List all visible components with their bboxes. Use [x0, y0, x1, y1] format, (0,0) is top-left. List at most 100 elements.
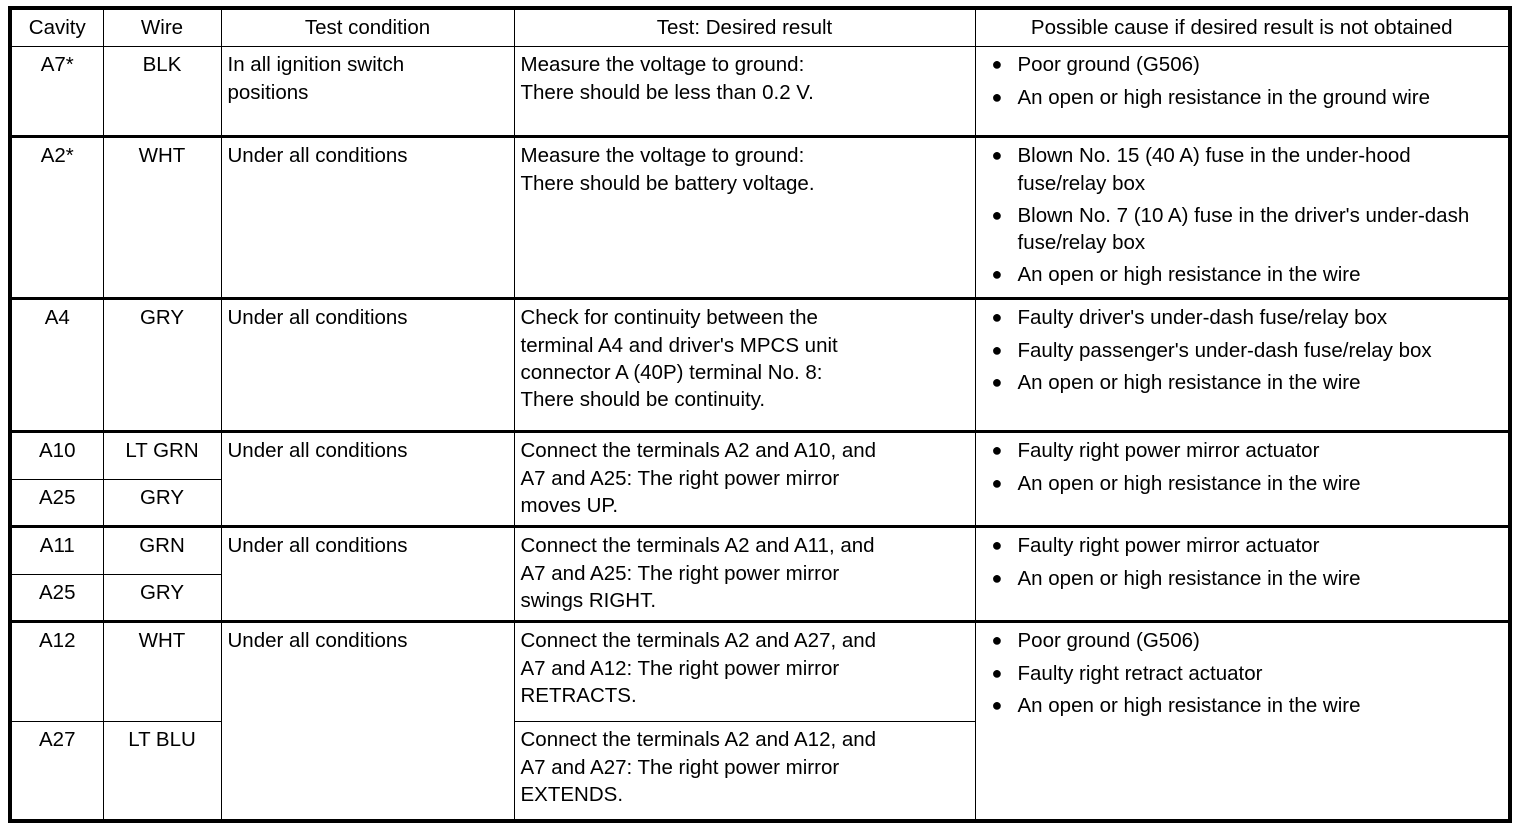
- table-body: A7* BLK In all ignition switch positions…: [9, 46, 1511, 822]
- table-row: A4 GRY Under all conditions Check for co…: [9, 297, 1511, 433]
- wiring-test-table: Cavity Wire Test condition Test: Desired…: [8, 6, 1512, 823]
- cell-cavity: A27: [9, 721, 104, 822]
- cause-text: Faulty right retract actuator: [1017, 661, 1263, 685]
- test-line: moves UP.: [520, 493, 619, 517]
- header-row: Cavity Wire Test condition Test: Desired…: [9, 7, 1511, 48]
- cause-list: ●Poor ground (G506) ● An open or high res…: [982, 51, 1503, 111]
- bullet-icon: ●: [991, 440, 1003, 461]
- cause-item: ● An open or high resistance in the wire: [982, 692, 1503, 719]
- table-row: A11 GRN Under all conditions Connect the…: [9, 525, 1511, 623]
- table-header: Cavity Wire Test condition Test: Desired…: [9, 7, 1511, 48]
- bullet-icon: ●: [991, 662, 1003, 683]
- cell-test-desired-result: Connect the terminals A2 and A11, and A7…: [513, 525, 976, 623]
- condition-line: In all ignition switch: [227, 53, 405, 77]
- bullet-icon: ●: [991, 86, 1003, 107]
- column-header-test-desired-result: Test: Desired result: [513, 7, 976, 48]
- test-line: There should be continuity.: [520, 388, 766, 411]
- column-header-cavity: Cavity: [9, 7, 104, 48]
- test-line: swings RIGHT.: [520, 588, 657, 612]
- cause-item: ●Poor ground (G506): [982, 51, 1503, 78]
- table-row: A25 GRY: [9, 479, 1510, 528]
- condition-line: Under all conditions: [227, 534, 408, 558]
- cell-wire: LT BLU: [102, 721, 222, 822]
- bullet-icon: ●: [991, 535, 1003, 556]
- cell-wire: WHT: [102, 620, 222, 723]
- cell-test-condition: Under all conditions: [220, 430, 515, 528]
- cause-list: ● Faulty right power mirror actuator ● An …: [982, 532, 1503, 592]
- cause-text: Poor ground (G506): [1017, 53, 1200, 77]
- cause-item: ● Faulty driver's under-dash fuse/relay b…: [982, 304, 1503, 331]
- cause-text: Blown No. 15 (40 A) fuse in the under-ho…: [1017, 144, 1411, 195]
- table-row: A25 GRY: [9, 574, 1510, 623]
- condition-line: Under all conditions: [227, 629, 408, 653]
- cell-test-desired-result: Connect the terminals A2 and A10, and A7…: [513, 430, 976, 528]
- cause-item: ● An open or high resistance in the groun…: [982, 84, 1503, 111]
- test-line: There should be battery voltage.: [520, 171, 815, 195]
- condition-line: positions: [227, 80, 309, 104]
- cell-possible-cause: ●Faulty right power mirror actuator ● An …: [974, 430, 1511, 528]
- cause-item: ●Faulty right power mirror actuator: [982, 437, 1503, 464]
- condition-line: Under all conditions: [227, 439, 408, 463]
- cell-possible-cause: ● Poor ground (G506) ● Faulty right retrac…: [974, 620, 1511, 822]
- cell-cavity: A11: [9, 525, 104, 576]
- test-line: A7 and A27: The right power mirror: [520, 755, 840, 779]
- cell-possible-cause: ● Faulty driver's under-dash fuse/relay b…: [974, 297, 1511, 433]
- cell-cavity: A7*: [9, 46, 104, 138]
- cause-text: An open or high resistance in the ground…: [1017, 85, 1431, 109]
- cell-test-condition: In all ignition switch positions: [220, 46, 515, 138]
- cause-item: ● Faulty right power mirror actuator: [982, 532, 1503, 559]
- cell-test-condition: Under all conditions: [220, 620, 515, 822]
- test-line: A7 and A25: The right power mirror: [520, 561, 840, 585]
- cell-cavity: A4: [9, 297, 104, 433]
- test-line: There should be less than 0.2 V.: [520, 80, 814, 104]
- condition-line: Under all conditions: [227, 306, 408, 330]
- test-line: terminal A4 and driver's MPCS unit: [520, 333, 838, 357]
- cell-possible-cause: ● Faulty right power mirror actuator ● An …: [974, 525, 1511, 623]
- bullet-icon: ●: [991, 694, 1003, 715]
- cause-item: ● Faulty right retract actuator: [982, 660, 1503, 687]
- test-line: Check for continuity between the: [520, 306, 818, 330]
- cell-test-desired-result: Connect the terminals A2 and A27, and A7…: [513, 620, 976, 723]
- cell-test-condition: Under all conditions: [220, 135, 515, 300]
- cause-text: An open or high resistance in the wire: [1017, 566, 1361, 590]
- cause-text: An open or high resistance in the wire: [1017, 693, 1361, 717]
- bullet-icon: ●: [991, 472, 1003, 493]
- bullet-icon: ●: [991, 307, 1003, 328]
- cell-cavity: A12: [9, 620, 104, 723]
- cause-item: ● An open or high resistance in the wire: [982, 470, 1503, 497]
- cause-item: ●Blown No. 7 (10 A) fuse in the driver's…: [982, 202, 1503, 257]
- test-line: Measure the voltage to ground:: [520, 53, 805, 77]
- test-line: connector A (40P) terminal No. 8:: [520, 360, 823, 384]
- cause-text: An open or high resistance in the wire: [1017, 471, 1361, 495]
- cell-wire: GRN: [102, 525, 222, 576]
- cell-possible-cause: ● Blown No. 15 (40 A) fuse in the under-h…: [974, 135, 1511, 300]
- cell-wire: BLK: [102, 46, 222, 138]
- bullet-icon: ●: [991, 339, 1003, 360]
- cause-item: ● An open or high resistance in the wire: [982, 369, 1503, 396]
- cause-text: Poor ground (G506): [1017, 629, 1200, 653]
- cell-wire: GRY: [102, 574, 222, 623]
- test-line: Connect the terminals A2 and A10, and: [520, 439, 877, 463]
- cause-text: Faulty driver's under-dash fuse/relay bo…: [1017, 306, 1388, 330]
- cause-text: Faulty right power mirror actuator: [1017, 534, 1320, 558]
- column-header-wire: Wire: [102, 7, 222, 48]
- cause-text: An open or high resistance in the wire: [1017, 370, 1361, 394]
- bullet-icon: ●: [991, 371, 1003, 392]
- cell-cavity: A2*: [9, 135, 104, 300]
- cell-test-desired-result: Measure the voltage to ground: There sho…: [513, 46, 976, 138]
- column-header-possible-cause: Possible cause if desired result is not …: [974, 7, 1511, 48]
- test-line: Connect the terminals A2 and A12, and: [520, 728, 877, 752]
- table-row: A10 LT GRN Under all conditions Connect …: [9, 430, 1511, 528]
- column-header-test-condition: Test condition: [220, 7, 515, 48]
- cell-test-condition: Under all conditions: [220, 525, 515, 623]
- test-line: Connect the terminals A2 and A27, and: [520, 629, 877, 653]
- table-row: A7* BLK In all ignition switch positions…: [9, 46, 1511, 138]
- bullet-icon: ●: [991, 630, 1003, 651]
- test-line: A7 and A12: The right power mirror: [520, 656, 840, 680]
- bullet-icon: ●: [991, 204, 1003, 225]
- bullet-icon: ●: [991, 145, 1003, 166]
- cell-wire: WHT: [102, 135, 222, 300]
- cause-text: Faulty passenger's under-dash fuse/relay…: [1017, 338, 1432, 362]
- cell-possible-cause: ●Poor ground (G506) ● An open or high res…: [974, 46, 1511, 138]
